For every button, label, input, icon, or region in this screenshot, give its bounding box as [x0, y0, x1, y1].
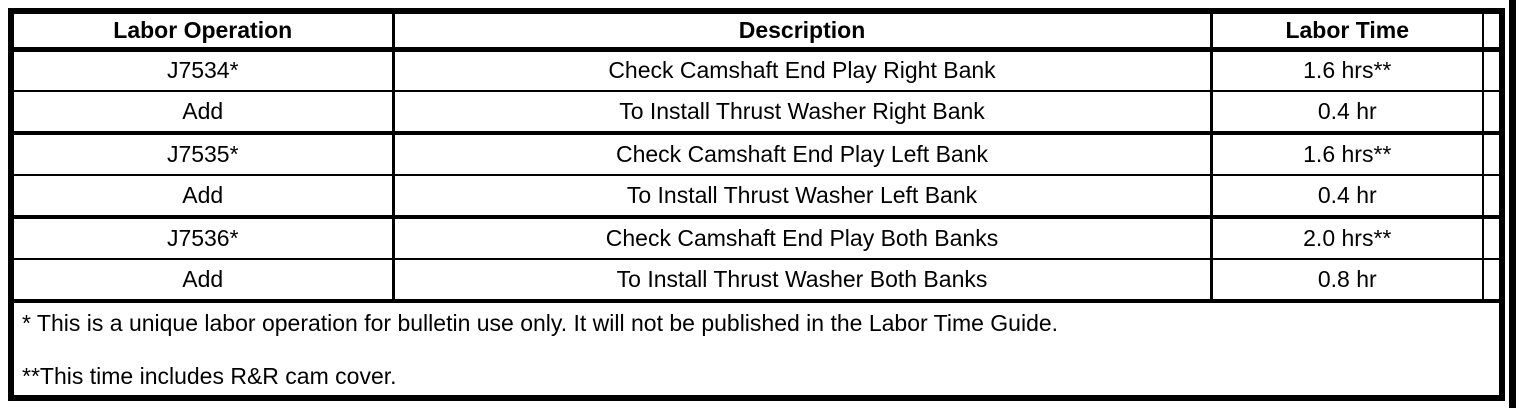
labor-operation-cell: Add: [11, 91, 393, 135]
table-row: Add To Install Thrust Washer Left Bank 0…: [11, 175, 1502, 219]
empty-cell: [1482, 91, 1502, 135]
description-cell: To Install Thrust Washer Both Banks: [391, 259, 1211, 303]
labor-operation-cell: Add: [11, 175, 393, 219]
empty-cell: [1482, 217, 1502, 260]
empty-cell: [1482, 175, 1502, 219]
empty-header-cell: [1482, 11, 1502, 52]
labor-time-cell: 0.8 hr: [1209, 259, 1483, 303]
description-cell: Check Camshaft End Play Both Banks: [391, 217, 1211, 260]
footnotes-cell: * This is a unique labor operation for b…: [11, 301, 1502, 398]
table-row: Add To Install Thrust Washer Right Bank …: [11, 91, 1502, 135]
column-header-labor-time: Labor Time: [1209, 11, 1483, 52]
table-row: J7535* Check Camshaft End Play Left Bank…: [11, 133, 1502, 176]
labor-operation-cell: Add: [11, 259, 393, 303]
description-cell: Check Camshaft End Play Left Bank: [391, 133, 1211, 176]
column-header-description: Description: [391, 11, 1211, 52]
description-cell: To Install Thrust Washer Right Bank: [391, 91, 1211, 135]
labor-time-cell: 1.6 hrs**: [1209, 133, 1483, 176]
labor-operation-cell: J7535*: [11, 133, 393, 176]
empty-cell: [1482, 49, 1502, 92]
empty-cell: [1482, 133, 1502, 176]
header-row: Labor Operation Description Labor Time: [11, 11, 1502, 52]
column-header-labor-operation: Labor Operation: [11, 11, 393, 52]
labor-operation-cell: J7534*: [11, 49, 393, 92]
footnotes-row: * This is a unique labor operation for b…: [11, 301, 1502, 398]
empty-cell: [1482, 259, 1502, 303]
labor-time-cell: 0.4 hr: [1209, 175, 1483, 219]
description-cell: To Install Thrust Washer Left Bank: [391, 175, 1211, 219]
labor-time-cell: 2.0 hrs**: [1209, 217, 1483, 260]
footnote-asterisk: * This is a unique labor operation for b…: [22, 310, 1059, 336]
page-edge-line: [1509, 0, 1516, 408]
labor-operation-cell: J7536*: [11, 217, 393, 260]
table-row: J7534* Check Camshaft End Play Right Ban…: [11, 49, 1502, 92]
labor-time-cell: 1.6 hrs**: [1209, 49, 1483, 92]
description-cell: Check Camshaft End Play Right Bank: [391, 49, 1211, 92]
labor-time-cell: 0.4 hr: [1209, 91, 1483, 135]
footnote-double-asterisk: **This time includes R&R cam cover.: [22, 363, 397, 389]
table-row: Add To Install Thrust Washer Both Banks …: [11, 259, 1502, 303]
labor-time-table: Labor Operation Description Labor Time J…: [8, 8, 1505, 401]
table-row: J7536* Check Camshaft End Play Both Bank…: [11, 217, 1502, 260]
